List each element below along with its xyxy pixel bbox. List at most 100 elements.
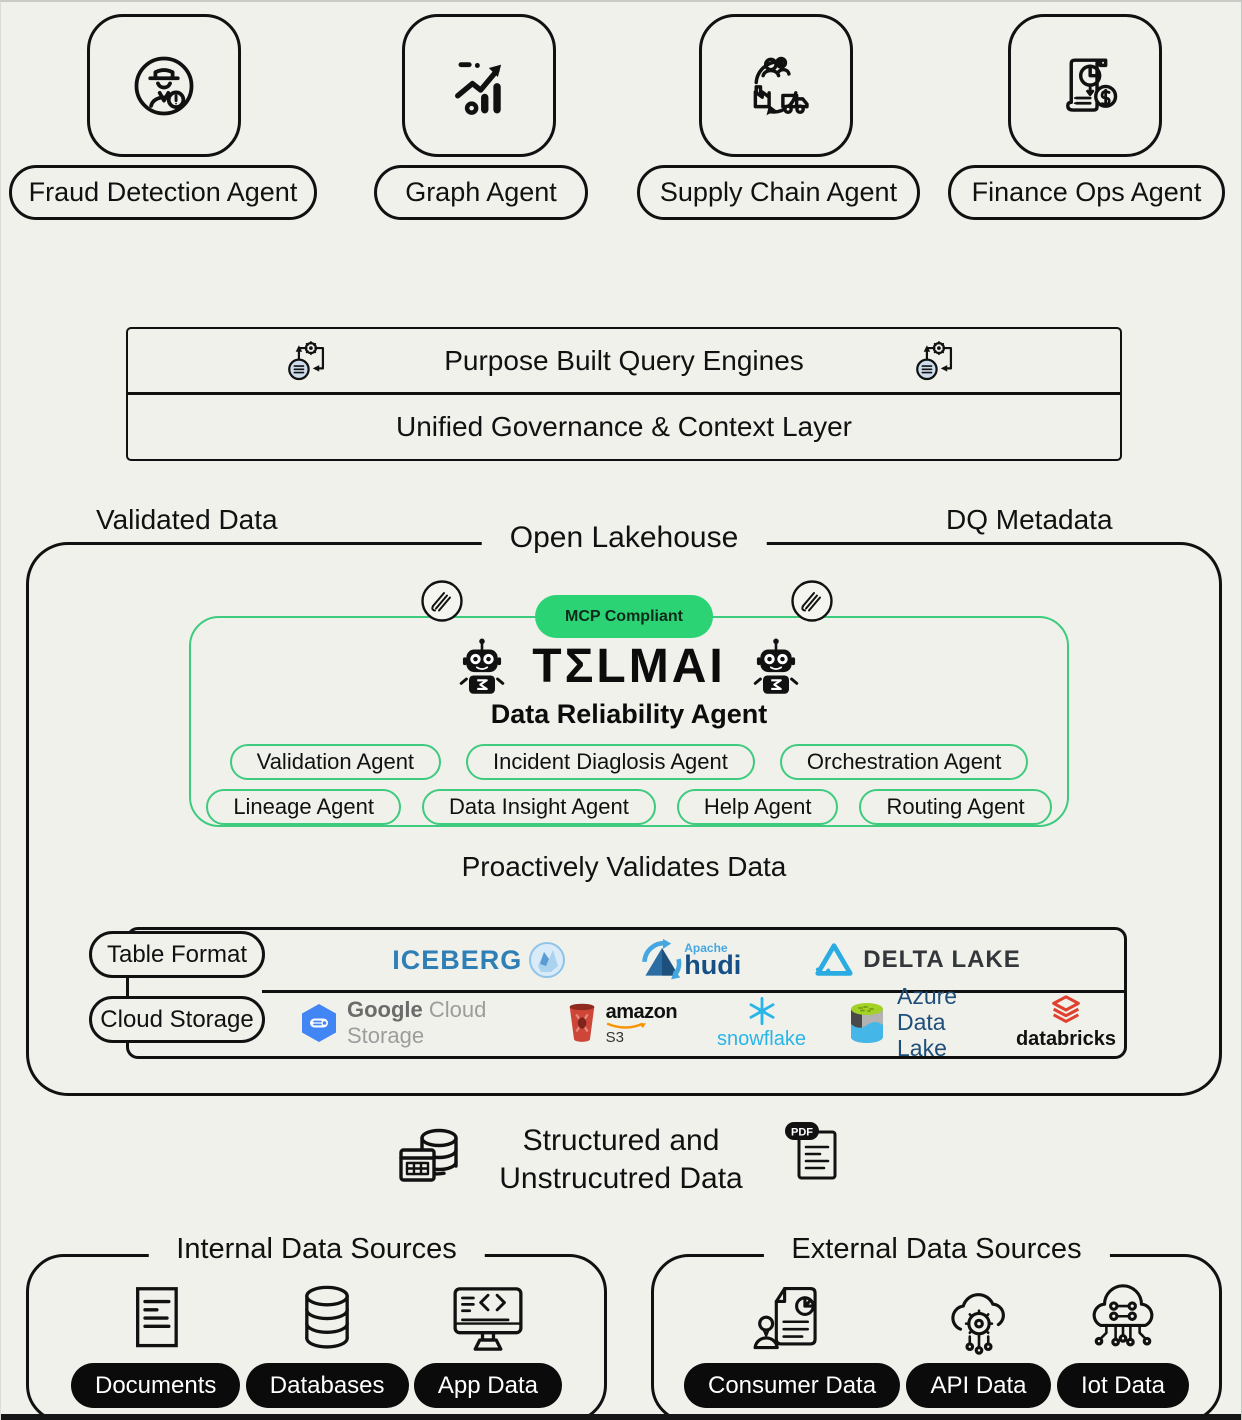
snowflake-icon [746, 996, 778, 1026]
iot-data-pill: Iot Data [1056, 1363, 1189, 1408]
delta-lake-text: DELTA LAKE [863, 946, 1021, 973]
document-icon [123, 1283, 189, 1355]
data-types-line1: Structured and [522, 1124, 720, 1157]
query-engines-label: Purpose Built Query Engines [444, 344, 804, 376]
cloud-storage-pill: Cloud Storage [89, 996, 265, 1043]
table-format-logo-row: ICEBERG [299, 930, 1114, 990]
finance-ops-icon [1042, 43, 1128, 129]
agent-pill-row-1: Validation Agent Incident Diaglosis Agen… [191, 744, 1067, 780]
internal-source-databases: Databases [245, 1283, 409, 1408]
s3-text: S3 [605, 1028, 624, 1046]
connector-coil-icon [420, 579, 464, 623]
supply-chain-icon [733, 43, 819, 129]
consumer-data-pill: Consumer Data [684, 1363, 901, 1408]
internal-source-documents: Documents [71, 1283, 241, 1408]
app-data-pill: App Data [413, 1363, 562, 1408]
external-sources-title: External Data Sources [763, 1233, 1110, 1266]
hudi-logo-text: hudi [684, 949, 742, 980]
governance-label: Unified Governance & Context Layer [395, 410, 853, 442]
azure-data-lake-logo: Azure Data Lake [846, 984, 976, 1061]
iot-data-icon [1084, 1283, 1162, 1355]
azure-cylinder-icon [846, 1000, 888, 1046]
robot-icon [750, 635, 802, 697]
databricks-logo: databricks [1016, 995, 1116, 1051]
fraud-agent-label-text: Fraud Detection Agent [28, 177, 298, 207]
documents-pill: Documents [71, 1363, 241, 1408]
query-engines-row: Purpose Built Query Engines [128, 329, 1120, 392]
finance-ops-agent-tile [1008, 14, 1162, 157]
connector-coil-icon [790, 579, 834, 623]
lineage-agent-pill: Lineage Agent [206, 789, 402, 825]
stack-divider [128, 392, 1120, 395]
hudi-icon [638, 937, 686, 983]
integrations-box: ICEBERG [126, 927, 1127, 1061]
amazon-s3-logo: amazon S3 [565, 1001, 678, 1046]
external-source-consumer: Consumer Data [684, 1283, 901, 1408]
internal-sources-box: Internal Data Sources Documents [26, 1233, 607, 1420]
data-types-label: Structured and Unstrucutred Data [1, 1122, 1241, 1197]
external-sources-box: External Data Sources Consumer Data [651, 1233, 1222, 1420]
agent-pill-row-2: Lineage Agent Data Insight Agent Help Ag… [191, 789, 1067, 825]
iceberg-logo-text: ICEBERG [392, 944, 523, 975]
structured-data-icon [397, 1124, 463, 1198]
telmai-wordmark: TΣLMAI [532, 639, 726, 693]
databricks-icon [1051, 995, 1081, 1025]
app-data-icon [446, 1283, 530, 1355]
databricks-text: databricks [1015, 1028, 1116, 1050]
google-cloud-storage-logo: Google Cloud Storage [299, 997, 525, 1049]
gcs-google-text: Google [347, 997, 423, 1022]
finance-ops-agent-label: Finance Ops Agent [948, 165, 1225, 220]
apache-hudi-logo: Apache hudi [638, 937, 741, 983]
delta-lake-logo: DELTA LAKE [813, 940, 1021, 980]
iceberg-logo: ICEBERG [392, 941, 566, 979]
graph-agent-label-text: Graph Agent [405, 177, 557, 207]
external-source-iot: Iot Data [1056, 1283, 1189, 1408]
api-data-pill: API Data [906, 1363, 1051, 1408]
supply-chain-agent-tile [699, 14, 853, 157]
data-reliability-agent-title: Data Reliability Agent [490, 699, 768, 729]
s3-bucket-icon [565, 1001, 599, 1045]
graph-icon [438, 45, 520, 127]
table-format-text: Table Format [106, 940, 248, 968]
fraud-agent-label: Fraud Detection Agent [9, 165, 317, 220]
mcp-compliant-text: MCP Compliant [565, 607, 683, 625]
query-engine-icon [914, 340, 962, 382]
internal-sources-title: Internal Data Sources [148, 1233, 485, 1266]
hudi-apache-text: Apache [684, 940, 728, 955]
cloud-storage-text: Cloud Storage [100, 1005, 254, 1033]
governance-row: Unified Governance & Context Layer [128, 395, 1120, 459]
bottom-edge-band [1, 1414, 1241, 1420]
robot-icon [456, 635, 508, 697]
integrations-divider [262, 990, 1124, 993]
validated-data-label: Validated Data [96, 504, 278, 535]
query-engine-icon [286, 340, 334, 382]
iceberg-globe-icon [528, 941, 566, 979]
snowflake-logo: snowflake [717, 996, 806, 1051]
azure-line1-text: Azure [896, 983, 958, 1010]
pdf-document-icon: PDF [783, 1120, 841, 1186]
pdf-badge-text: PDF [791, 1127, 813, 1139]
cloud-storage-logo-row: Google Cloud Storage amazon [299, 984, 1116, 1061]
incident-diagnosis-agent-pill: Incident Diaglosis Agent [466, 744, 755, 780]
query-governance-stack: Purpose Built Query Engines Unified Gove… [126, 327, 1122, 461]
snowflake-text: snowflake [717, 1027, 806, 1050]
api-data-icon [940, 1283, 1018, 1355]
telmai-brand-row: TΣLMAI [191, 635, 1067, 697]
help-agent-pill: Help Agent [676, 789, 839, 825]
consumer-data-icon [753, 1283, 831, 1355]
validation-agent-pill: Validation Agent [229, 744, 442, 780]
delta-lake-icon [813, 940, 855, 980]
fraud-detection-icon [121, 43, 207, 129]
finance-ops-agent-label-text: Finance Ops Agent [971, 177, 1202, 207]
open-lakehouse-box: Open Lakehouse MCP Compliant [26, 521, 1222, 1096]
external-source-api: API Data [906, 1283, 1051, 1408]
mcp-compliant-badge: MCP Compliant [535, 595, 713, 638]
telmai-agent-box: TΣLMAI [189, 616, 1069, 827]
internal-source-app-data: App Data [413, 1283, 562, 1408]
proactively-validates-label: Proactively Validates Data [461, 851, 787, 882]
graph-agent-tile [402, 14, 556, 157]
databases-pill: Databases [245, 1363, 409, 1408]
amazon-smile-icon [606, 1022, 646, 1029]
data-types-line2: Unstrucutred Data [499, 1161, 743, 1195]
routing-agent-pill: Routing Agent [859, 789, 1052, 825]
